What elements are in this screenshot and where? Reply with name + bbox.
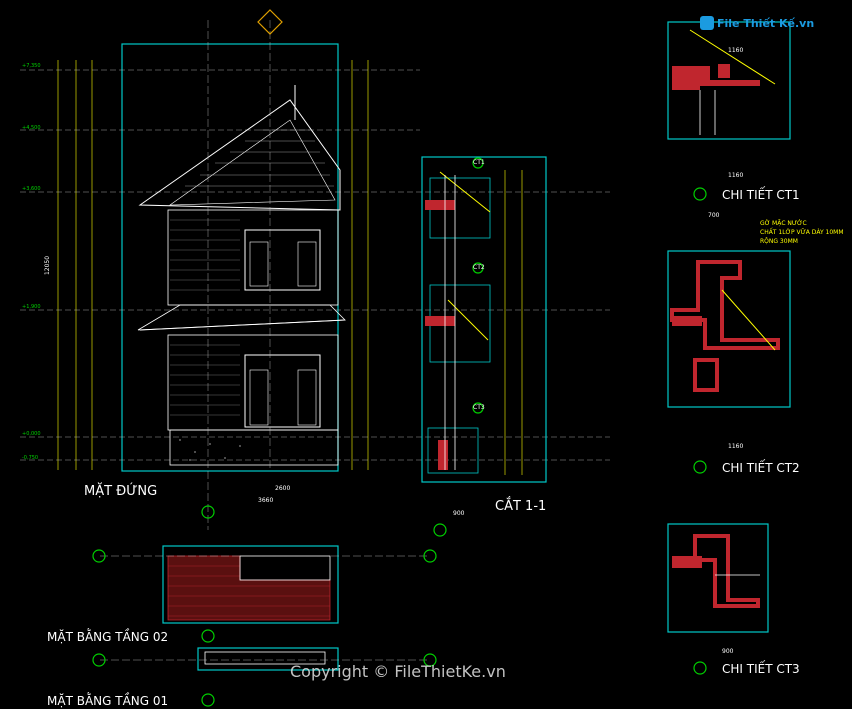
ct3-title: CHI TIẾT CT3 bbox=[722, 662, 800, 676]
ct1-width-dim: 1160 bbox=[728, 47, 744, 54]
ct1-callout: CT1 bbox=[473, 159, 485, 166]
floor1-frame bbox=[197, 647, 339, 671]
ct3-frame bbox=[667, 523, 769, 633]
ct1-title: CHI TIẾT CT1 bbox=[722, 188, 800, 202]
ct2-width-dim: 700 bbox=[708, 212, 720, 219]
ct1-bottom-dim: 1160 bbox=[728, 172, 744, 179]
floor-plans bbox=[100, 545, 430, 671]
detail-views bbox=[667, 21, 791, 633]
level-tag: +4,500 bbox=[22, 125, 41, 131]
ct2-bottom-dim: 1160 bbox=[728, 443, 744, 450]
level-tag: +3,600 bbox=[22, 186, 41, 192]
ct1-frame bbox=[667, 21, 791, 140]
level-tag: -0,750 bbox=[22, 455, 39, 461]
roof bbox=[138, 85, 341, 211]
elevation-width-dim: 2600 bbox=[275, 485, 291, 492]
elevation-frame bbox=[121, 43, 339, 472]
elevation-title: MẶT ĐỨNG bbox=[84, 484, 158, 499]
floor2-frame bbox=[162, 545, 339, 624]
ct2-frame bbox=[667, 250, 791, 408]
axis-markers bbox=[92, 157, 707, 707]
brand-logo-text: File Thiết Kế.vn bbox=[717, 16, 815, 30]
level-tag: +0,000 bbox=[22, 431, 41, 437]
copyright-watermark: Copyright © FileThietKe.vn bbox=[290, 662, 506, 681]
drip-note-line2: CHẤT 1LỚP VỮA DÀY 10MM bbox=[760, 229, 844, 236]
section-title: CẮT 1-1 bbox=[495, 499, 547, 514]
floor2-title: MẶT BẰNG TẦNG 02 bbox=[47, 630, 169, 644]
section-view bbox=[421, 156, 547, 483]
ground-floor-facade bbox=[167, 334, 339, 466]
section-frame bbox=[421, 156, 547, 483]
elevation-width-dim: 3660 bbox=[258, 497, 274, 504]
brand-logo: File Thiết Kế.vn bbox=[700, 16, 814, 30]
ct3-width-dim: 900 bbox=[722, 648, 734, 655]
upper-floor-facade bbox=[137, 209, 346, 331]
brand-logo-icon bbox=[700, 16, 714, 30]
ct3-callout: CT3 bbox=[473, 404, 485, 411]
section-width-dim: 900 bbox=[453, 510, 465, 517]
elevation-view bbox=[20, 9, 610, 530]
floor1-title: MẶT BẰNG TẦNG 01 bbox=[47, 694, 169, 708]
ct2-title: CHI TIẾT CT2 bbox=[722, 461, 800, 475]
drip-note-line3: RỘNG 30MM bbox=[760, 238, 798, 245]
drip-note-line1: GỜ MẶC NƯỚC bbox=[760, 220, 807, 227]
level-tag: +7,350 bbox=[22, 63, 41, 69]
ct2-callout: CT2 bbox=[473, 264, 485, 271]
overall-height-dim: 12050 bbox=[44, 255, 52, 276]
level-tag: +1,900 bbox=[22, 304, 41, 310]
